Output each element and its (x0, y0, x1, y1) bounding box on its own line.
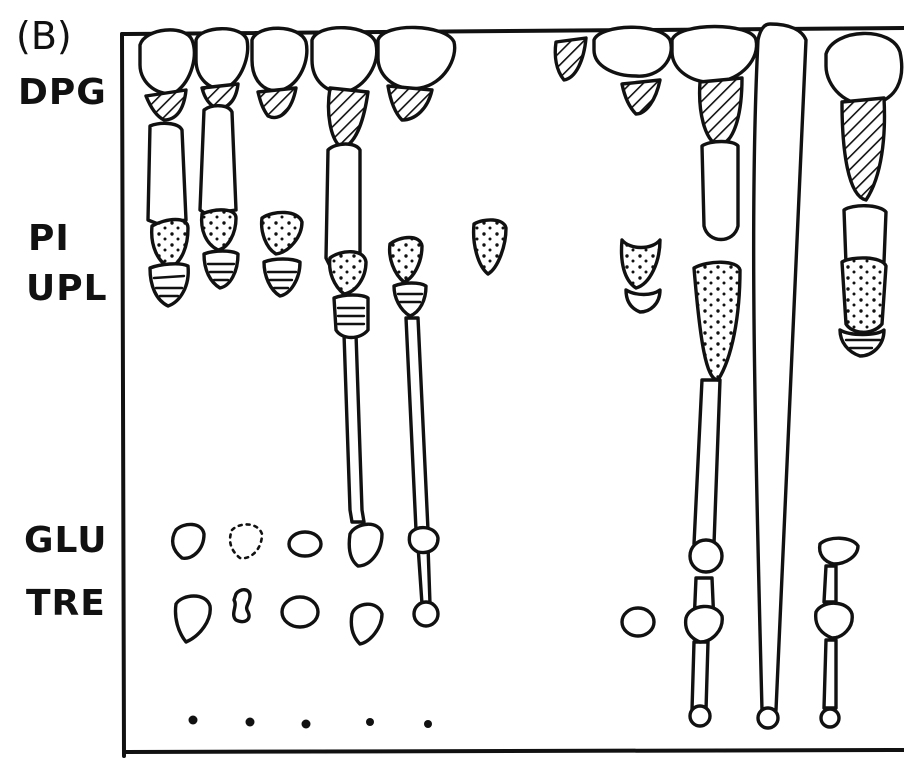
lane-streaks (148, 24, 886, 710)
glu-spots (173, 524, 858, 572)
tre-spots (175, 590, 852, 644)
lane-end-drops (690, 706, 839, 728)
application-dots (189, 716, 433, 729)
